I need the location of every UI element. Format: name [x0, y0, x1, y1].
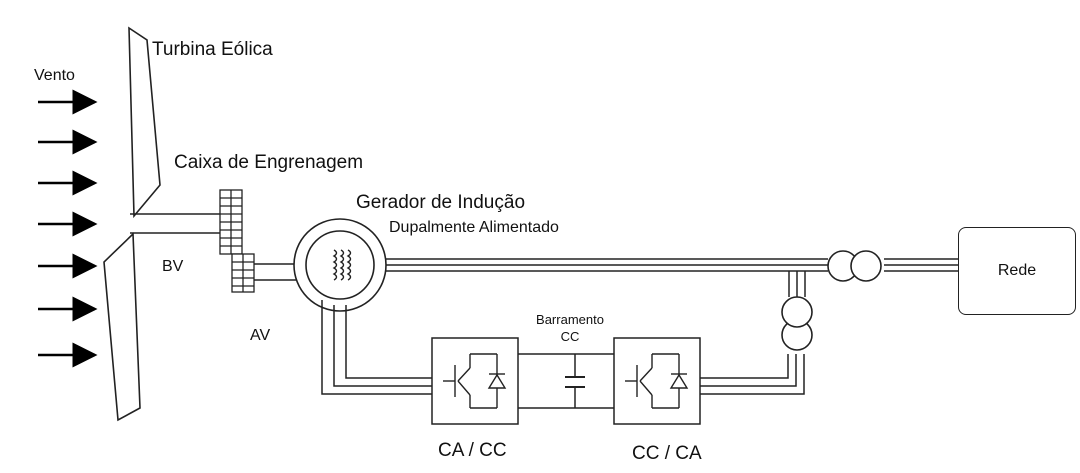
turbine-blades-icon: [103, 26, 161, 422]
grid-box: Rede: [958, 227, 1076, 315]
grid-converter-label: CC / CA: [632, 443, 702, 464]
dc-capacitor-icon: [565, 376, 585, 388]
stator-line: [386, 258, 828, 272]
gearbox-label: Caixa de Engrenagem: [174, 152, 364, 173]
wind-arrows: [38, 89, 98, 368]
generator-label-line2: Dupalmente Alimentado: [389, 219, 559, 236]
wind-label: Vento: [34, 67, 75, 84]
igbt-icon: [443, 353, 497, 409]
upper-blade-icon: [128, 26, 161, 219]
low-speed-shaft-icon: [130, 213, 224, 234]
igbt-icon: [625, 353, 679, 409]
rotor-converter-label: CA / CC: [438, 440, 507, 461]
generator-icon: [293, 218, 387, 312]
rotor-line: [321, 300, 432, 395]
turbine-label: Turbina Eólica: [152, 39, 273, 60]
rotor-side-converter-icon: [431, 337, 519, 425]
grid-label: Rede: [997, 262, 1037, 279]
gearbox-icon: [219, 189, 255, 293]
dc-bus-label-line1: Barramento: [536, 312, 604, 327]
transformer-tap-line: [788, 271, 806, 297]
grid-transformer-icon: [827, 250, 882, 282]
dc-bus-label-line2: CC: [560, 329, 580, 344]
diode-icon: [487, 354, 507, 408]
converter-output-line: [700, 354, 805, 395]
generator-rotor-icon: [305, 230, 375, 300]
generator-label-line1: Gerador de Indução: [356, 192, 526, 213]
grid-side-converter-icon: [613, 337, 701, 425]
grid-line: [884, 258, 958, 272]
rotor-winding-icon: [332, 249, 352, 281]
diode-icon: [669, 354, 689, 408]
lower-blade-icon: [103, 232, 141, 422]
dc-bus: [518, 353, 614, 409]
low-speed-label: BV: [162, 258, 184, 275]
high-speed-label: AV: [250, 327, 271, 344]
converter-transformer-icon: [781, 296, 813, 351]
